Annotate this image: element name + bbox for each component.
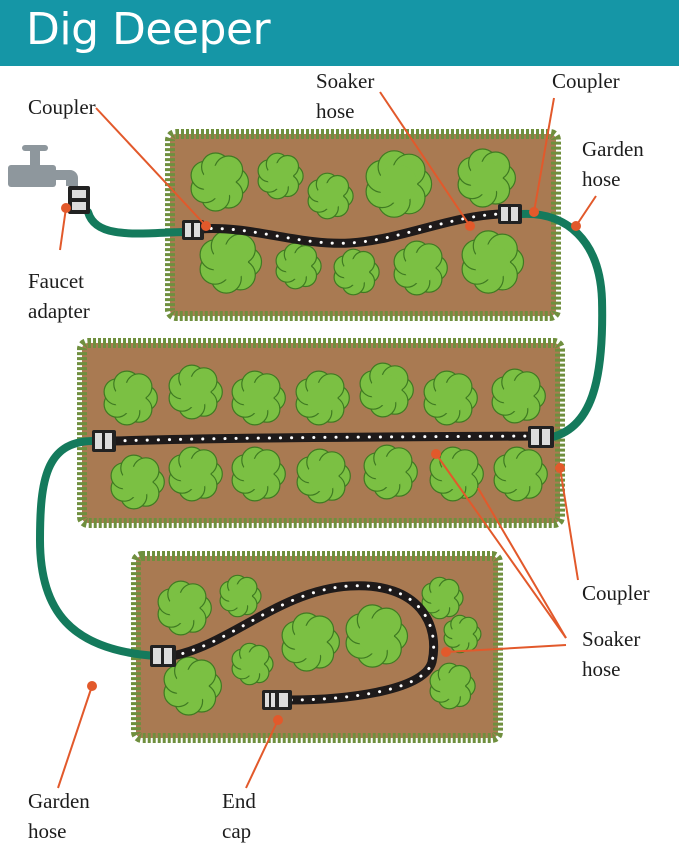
label-line: Garden <box>582 137 644 161</box>
plant-icon <box>190 152 249 212</box>
label-soaker-hose-right: Soaker hose <box>582 624 640 684</box>
label-line: Soaker <box>582 627 641 651</box>
plant-icon <box>199 230 263 294</box>
plants <box>103 148 548 716</box>
page-title: Dig Deeper <box>26 4 271 55</box>
plant-icon <box>307 172 354 220</box>
label-coupler-top-left: Coupler <box>28 95 96 119</box>
label-line: hose <box>582 657 621 681</box>
title-banner: Dig Deeper <box>0 0 679 66</box>
leader-dots <box>61 203 581 725</box>
plant-icon <box>443 614 482 654</box>
plant-icon <box>363 444 418 500</box>
coupler-icon <box>150 645 176 667</box>
label-soaker-hose-top: Soaker hose <box>316 66 374 126</box>
soaker-hoses <box>109 209 541 705</box>
plant-icon <box>365 150 433 218</box>
plant-icon <box>429 662 476 710</box>
plant-icon <box>457 148 516 208</box>
plant-icon <box>157 580 212 636</box>
label-line: Garden <box>28 789 90 813</box>
label-garden-hose-top: Garden hose <box>582 134 644 194</box>
plant-icon <box>168 364 223 420</box>
plant-icon <box>461 230 525 294</box>
plant-icon <box>423 370 478 426</box>
plant-icon <box>296 448 351 504</box>
label-garden-hose-bottom: Garden hose <box>28 786 90 846</box>
plant-icon <box>163 656 222 716</box>
plant-icon <box>103 370 158 426</box>
leader-lines <box>57 91 597 789</box>
label-faucet-adapter: Faucet adapter <box>28 266 90 326</box>
plant-icon <box>493 446 548 502</box>
plant-icon <box>295 370 350 426</box>
label-line: hose <box>28 819 67 843</box>
label-coupler-top-right: Coupler <box>552 69 620 93</box>
garden-hose-faucet-to-top-bed <box>84 208 188 238</box>
plant-icon <box>231 642 274 686</box>
label-end-cap: End cap <box>222 786 256 846</box>
label-line: End <box>222 789 256 813</box>
faucet-icon <box>8 145 90 214</box>
garden-hoses <box>35 208 607 660</box>
plant-icon <box>231 370 286 426</box>
label-coupler-mid-right: Coupler <box>582 581 650 605</box>
plant-icon <box>359 362 414 418</box>
label-line: Faucet <box>28 269 84 293</box>
plant-icon <box>110 454 165 510</box>
plant-icon <box>257 152 304 200</box>
plant-icon <box>275 242 322 290</box>
label-line: adapter <box>28 299 90 323</box>
garden-hose-middle-to-bottom <box>35 437 160 660</box>
garden-hose-top-to-middle <box>518 209 607 442</box>
end-cap-icon <box>262 690 292 710</box>
plant-icon <box>491 368 546 424</box>
plant-icon <box>333 248 380 296</box>
label-line: hose <box>582 167 621 191</box>
plant-icon <box>421 576 464 620</box>
label-line: hose <box>316 99 355 123</box>
plant-icon <box>281 612 340 672</box>
coupler-icon <box>92 430 116 452</box>
label-line: cap <box>222 819 252 843</box>
label-line: Soaker <box>316 69 375 93</box>
plant-icon <box>393 240 448 296</box>
plant-icon <box>168 446 223 502</box>
soaker-hose-top <box>195 209 505 248</box>
plant-icon <box>345 604 409 668</box>
plant-icon <box>219 574 262 618</box>
coupler-icon <box>182 220 204 240</box>
coupler-icon <box>498 204 522 224</box>
coupler-icon <box>528 426 554 448</box>
plant-icon <box>231 446 286 502</box>
